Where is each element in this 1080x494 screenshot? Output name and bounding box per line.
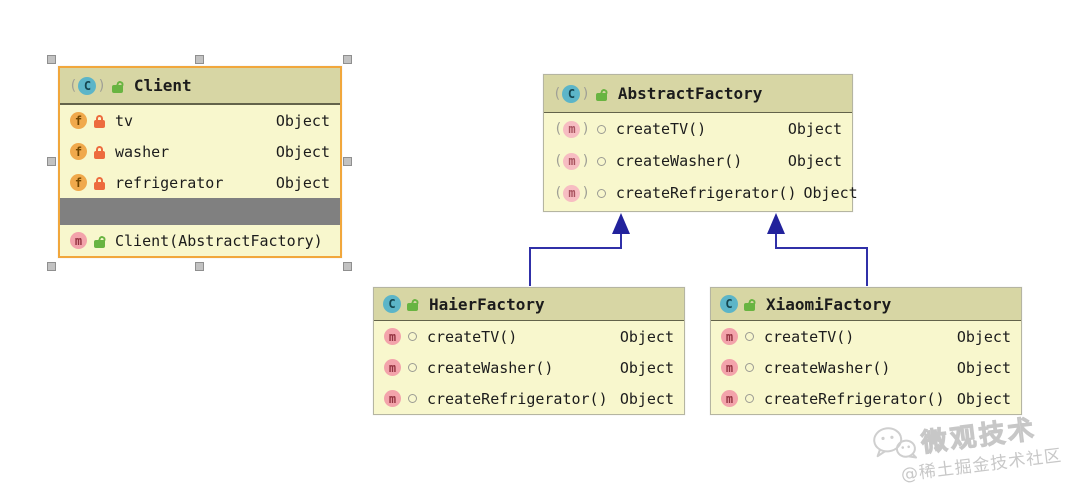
method-return-type: Object bbox=[787, 152, 842, 170]
field-row-tv[interactable]: f tv Object bbox=[60, 105, 340, 136]
method-row-createwasher[interactable]: m createWasher() Object bbox=[374, 352, 684, 383]
class-name: Client bbox=[133, 76, 192, 95]
method-row-createwasher[interactable]: ( m ) createWasher() Object bbox=[544, 145, 852, 177]
selection-handle-mid-left[interactable] bbox=[47, 157, 56, 166]
method-name: createRefrigerator() bbox=[764, 389, 945, 408]
class-name: HaierFactory bbox=[429, 294, 545, 314]
method-icon: m bbox=[384, 359, 401, 376]
class-header-haierfactory[interactable]: C HaierFactory bbox=[374, 288, 684, 321]
method-name: createWasher() bbox=[764, 358, 891, 377]
method-name: createRefrigerator() bbox=[427, 389, 608, 408]
visibility-icon bbox=[596, 188, 606, 198]
field-icon: f bbox=[70, 112, 87, 129]
method-name: createRefrigerator() bbox=[615, 184, 797, 202]
method-row-createwasher[interactable]: m createWasher() Object bbox=[711, 352, 1021, 383]
method-return-type: Object bbox=[956, 358, 1011, 377]
selection-handle-bottom-center[interactable] bbox=[195, 262, 204, 271]
visibility-icon bbox=[596, 124, 606, 134]
visibility-icon bbox=[745, 332, 754, 341]
method-return-type: Object bbox=[619, 327, 674, 346]
visibility-icon bbox=[408, 363, 417, 372]
visibility-icon bbox=[745, 363, 754, 372]
method-icon: m bbox=[384, 390, 401, 407]
method-return-type: Object bbox=[956, 327, 1011, 346]
abstract-method-icon: ( m ) bbox=[554, 152, 590, 170]
field-row-washer[interactable]: f washer Object bbox=[60, 136, 340, 167]
locked-icon bbox=[94, 114, 105, 128]
method-icon: m bbox=[721, 390, 738, 407]
method-name: createWasher() bbox=[615, 152, 743, 170]
selection-handle-bottom-left[interactable] bbox=[47, 262, 56, 271]
method-row-createtv[interactable]: m createTV() Object bbox=[374, 321, 684, 352]
class-name: XiaomiFactory bbox=[766, 294, 892, 314]
constructor-row-client[interactable]: m Client(AbstractFactory) bbox=[60, 225, 340, 256]
class-icon: C bbox=[720, 295, 738, 313]
method-return-type: Object bbox=[956, 389, 1011, 408]
section-separator-bar bbox=[60, 198, 340, 225]
field-name: tv bbox=[115, 111, 134, 130]
method-icon: m bbox=[384, 328, 401, 345]
class-icon: C bbox=[383, 295, 401, 313]
method-name: createTV() bbox=[427, 327, 518, 346]
method-row-createrefrigerator[interactable]: m createRefrigerator() Object bbox=[711, 383, 1021, 414]
method-name: createWasher() bbox=[427, 358, 554, 377]
method-row-createrefrigerator[interactable]: ( m ) createRefrigerator() Object bbox=[544, 177, 858, 209]
method-row-createtv[interactable]: m createTV() Object bbox=[711, 321, 1021, 352]
field-type: Object bbox=[275, 173, 330, 192]
field-name: refrigerator bbox=[115, 173, 224, 192]
unlocked-icon bbox=[407, 303, 418, 311]
method-icon: m bbox=[721, 359, 738, 376]
class-header-xiaomifactory[interactable]: C XiaomiFactory bbox=[711, 288, 1021, 321]
class-box-haierfactory[interactable]: C HaierFactory m createTV() Object m cre… bbox=[373, 287, 685, 415]
unlocked-icon bbox=[94, 239, 105, 248]
locked-icon bbox=[94, 145, 105, 159]
inheritance-arrowhead bbox=[767, 213, 785, 234]
class-icon: ( C ) bbox=[69, 76, 106, 95]
field-type: Object bbox=[275, 142, 330, 161]
abstract-method-icon: ( m ) bbox=[554, 184, 590, 202]
edge-xiaomi-extends-abstractfactory[interactable] bbox=[767, 213, 868, 286]
method-name: createTV() bbox=[764, 327, 855, 346]
visibility-icon bbox=[408, 394, 417, 403]
method-return-type: Object bbox=[619, 389, 674, 408]
class-header-abstractfactory[interactable]: ( C ) AbstractFactory bbox=[544, 75, 852, 113]
locked-icon bbox=[94, 176, 105, 190]
visibility-icon bbox=[745, 394, 754, 403]
method-row-createtv[interactable]: ( m ) createTV() Object bbox=[544, 113, 852, 145]
field-icon: f bbox=[70, 174, 87, 191]
method-return-type: Object bbox=[803, 184, 858, 202]
selection-handle-top-right[interactable] bbox=[343, 55, 352, 64]
class-name: AbstractFactory bbox=[617, 84, 763, 103]
selection-handle-bottom-right[interactable] bbox=[343, 262, 352, 271]
edge-haier-extends-abstractfactory[interactable] bbox=[529, 213, 630, 286]
selection-handle-mid-right[interactable] bbox=[343, 157, 352, 166]
selection-handle-top-left[interactable] bbox=[47, 55, 56, 64]
class-box-abstractfactory[interactable]: ( C ) AbstractFactory ( m ) createTV() O… bbox=[543, 74, 858, 212]
method-return-type: Object bbox=[619, 358, 674, 377]
wechat-bubbles-icon bbox=[873, 427, 918, 459]
method-name: createTV() bbox=[615, 120, 707, 138]
field-row-refrigerator[interactable]: f refrigerator Object bbox=[60, 167, 340, 198]
watermark: 微观技术 @稀土掘金技术社区 bbox=[869, 401, 1080, 488]
inheritance-arrowhead bbox=[612, 213, 630, 234]
visibility-icon bbox=[596, 156, 606, 166]
class-box-client[interactable]: ( C ) Client f tv Object f washer Object… bbox=[58, 66, 342, 258]
field-icon: f bbox=[70, 143, 87, 160]
visibility-icon bbox=[408, 332, 417, 341]
abstract-class-icon: ( C ) bbox=[553, 84, 590, 103]
method-icon: m bbox=[70, 232, 87, 249]
method-return-type: Object bbox=[787, 120, 842, 138]
method-name: Client(AbstractFactory) bbox=[115, 231, 323, 250]
method-row-createrefrigerator[interactable]: m createRefrigerator() Object bbox=[374, 383, 684, 414]
field-name: washer bbox=[115, 142, 170, 161]
unlocked-icon bbox=[595, 92, 607, 101]
field-type: Object bbox=[275, 111, 330, 130]
class-box-xiaomifactory[interactable]: C XiaomiFactory m createTV() Object m cr… bbox=[710, 287, 1022, 415]
method-icon: m bbox=[721, 328, 738, 345]
unlocked-icon bbox=[744, 303, 755, 311]
class-header-client[interactable]: ( C ) Client bbox=[60, 68, 340, 105]
selection-handle-top-center[interactable] bbox=[195, 55, 204, 64]
unlocked-icon bbox=[111, 84, 123, 93]
abstract-method-icon: ( m ) bbox=[554, 120, 590, 138]
